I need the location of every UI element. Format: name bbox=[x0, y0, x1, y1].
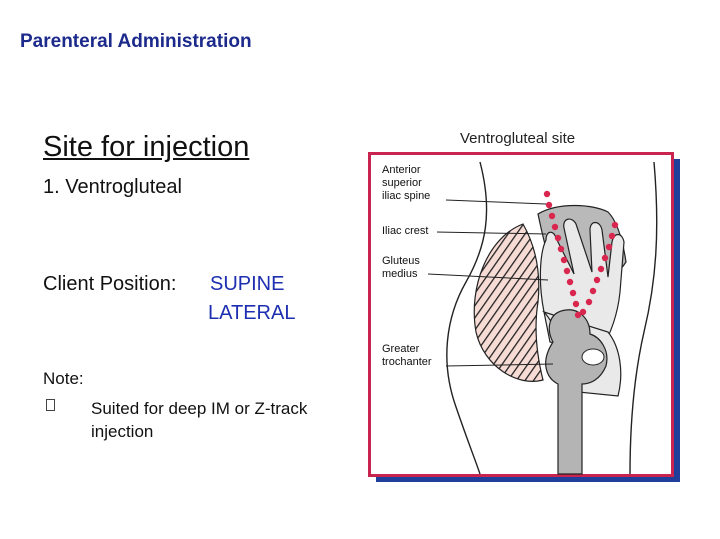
site-item: 1. Ventrogluteal bbox=[43, 176, 182, 198]
slide-title: Parenteral Administration bbox=[20, 31, 252, 52]
label-gluteus-1: Gluteus bbox=[382, 255, 420, 267]
leader-iliac-crest bbox=[435, 231, 547, 235]
label-greater-1: Greater bbox=[382, 343, 420, 355]
position-supine: SUPINE bbox=[210, 273, 285, 295]
site-heading: Site for injection bbox=[43, 131, 250, 163]
body-outline bbox=[446, 161, 488, 475]
leader-greater-trochanter bbox=[445, 363, 554, 367]
label-asis-2: superior bbox=[382, 177, 422, 189]
client-position-label: Client Position: bbox=[43, 273, 177, 295]
note-label: Note: bbox=[43, 369, 84, 388]
leader-gluteus bbox=[427, 273, 549, 281]
label-gluteus-2: medius bbox=[382, 268, 418, 280]
position-lateral: LATERAL bbox=[208, 302, 296, 324]
ventrogluteal-figure: Anterior superior iliac spine Iliac cres… bbox=[368, 152, 680, 482]
label-asis-1: Anterior bbox=[382, 164, 421, 176]
note-item: Suited for deep IM or Z-track injection bbox=[91, 399, 308, 441]
label-greater-2: trochanter bbox=[382, 356, 432, 368]
label-iliac-crest: Iliac crest bbox=[382, 225, 428, 237]
bullet-icon bbox=[46, 399, 55, 411]
label-asis-3: iliac spine bbox=[382, 190, 430, 202]
body-outline-right bbox=[629, 161, 658, 475]
figure-caption: Ventrogluteal site bbox=[460, 130, 576, 147]
leader-asis bbox=[445, 199, 547, 205]
greater-trochanter bbox=[581, 348, 605, 366]
injection-site-dots bbox=[543, 190, 619, 319]
